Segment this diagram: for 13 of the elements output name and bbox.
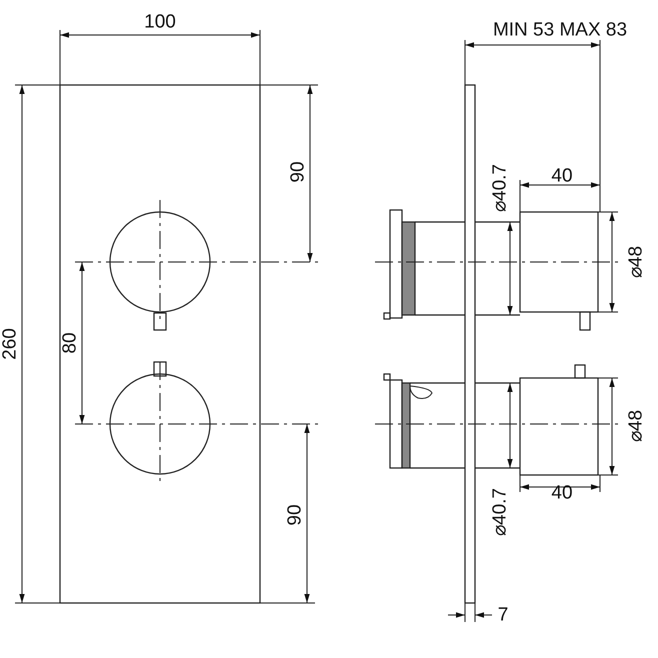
dimension-label: ⌀40.7	[490, 488, 510, 536]
dimension-label: ⌀40.7	[490, 164, 510, 212]
dimension-label: 260	[0, 328, 20, 360]
dimension-label: 90	[288, 161, 308, 183]
dimension-label: 100	[144, 12, 176, 32]
dimension-label: MIN 53 MAX 83	[492, 20, 628, 40]
dimension-label: 7	[498, 606, 508, 624]
dimension-label: ⌀48	[626, 246, 646, 278]
dimension-label: 80	[60, 332, 80, 354]
dimension-label: ⌀48	[626, 410, 646, 442]
dimension-label: 90	[286, 504, 304, 526]
dimension-label: 40	[551, 484, 573, 502]
dimension-label: 40	[551, 166, 573, 186]
